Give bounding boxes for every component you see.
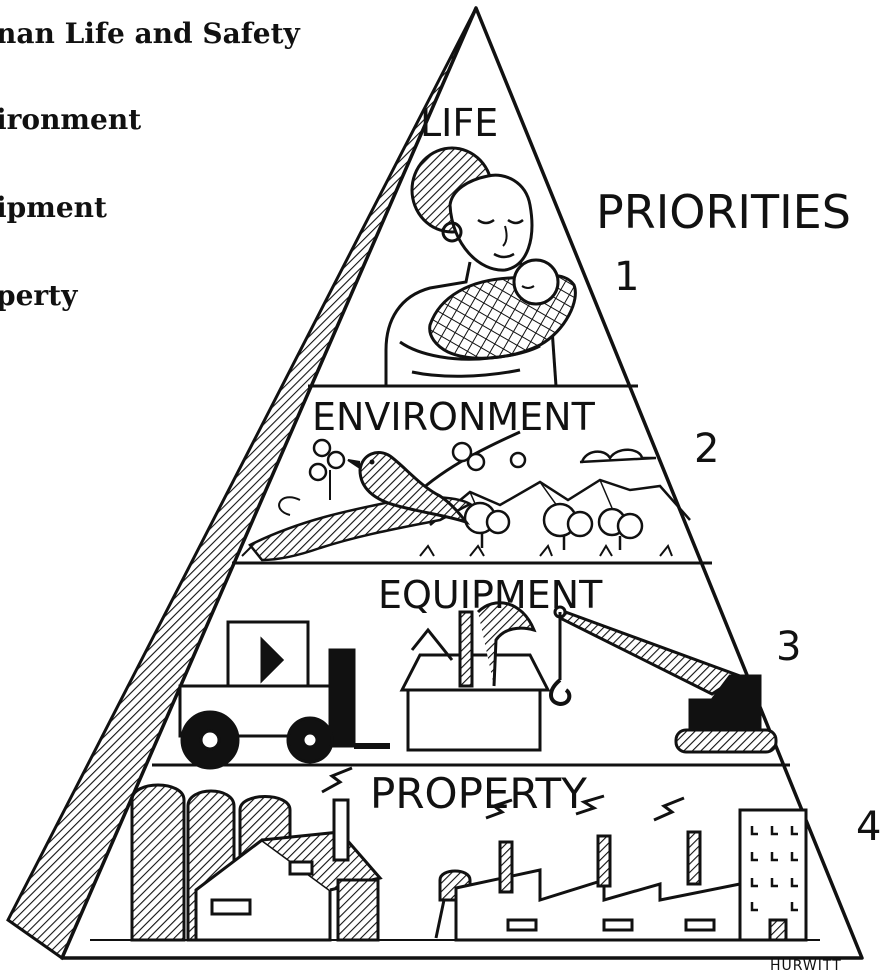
tier-number-3: 3 [776,624,801,670]
tier-number-1: 1 [614,254,639,300]
legend-item-equipment: ipment [0,191,107,224]
tier-number-2: 2 [694,426,719,472]
crane-illustration [549,605,778,754]
mother-and-baby-illustration [384,146,577,387]
legend-item-property: perty [0,279,78,312]
artist-signature: HURWITT [770,958,842,974]
tier-label-environment: ENVIRONMENT [312,395,596,439]
priorities-heading: PRIORITIES [596,185,851,239]
environment-illustration [241,430,691,562]
toolbox-illustration [399,601,551,752]
forklift-illustration [178,620,390,770]
legend-item-life: nan Life and Safety [0,17,300,50]
tier-label-equipment: EQUIPMENT [378,573,603,617]
equipment-illustration [178,601,778,770]
tier-label-property: PROPERTY [370,769,587,818]
property-illustration [90,766,820,942]
legend-item-environment: ironment [0,103,142,136]
tier-number-4: 4 [856,804,881,850]
tier-label-life: LIFE [420,101,498,145]
